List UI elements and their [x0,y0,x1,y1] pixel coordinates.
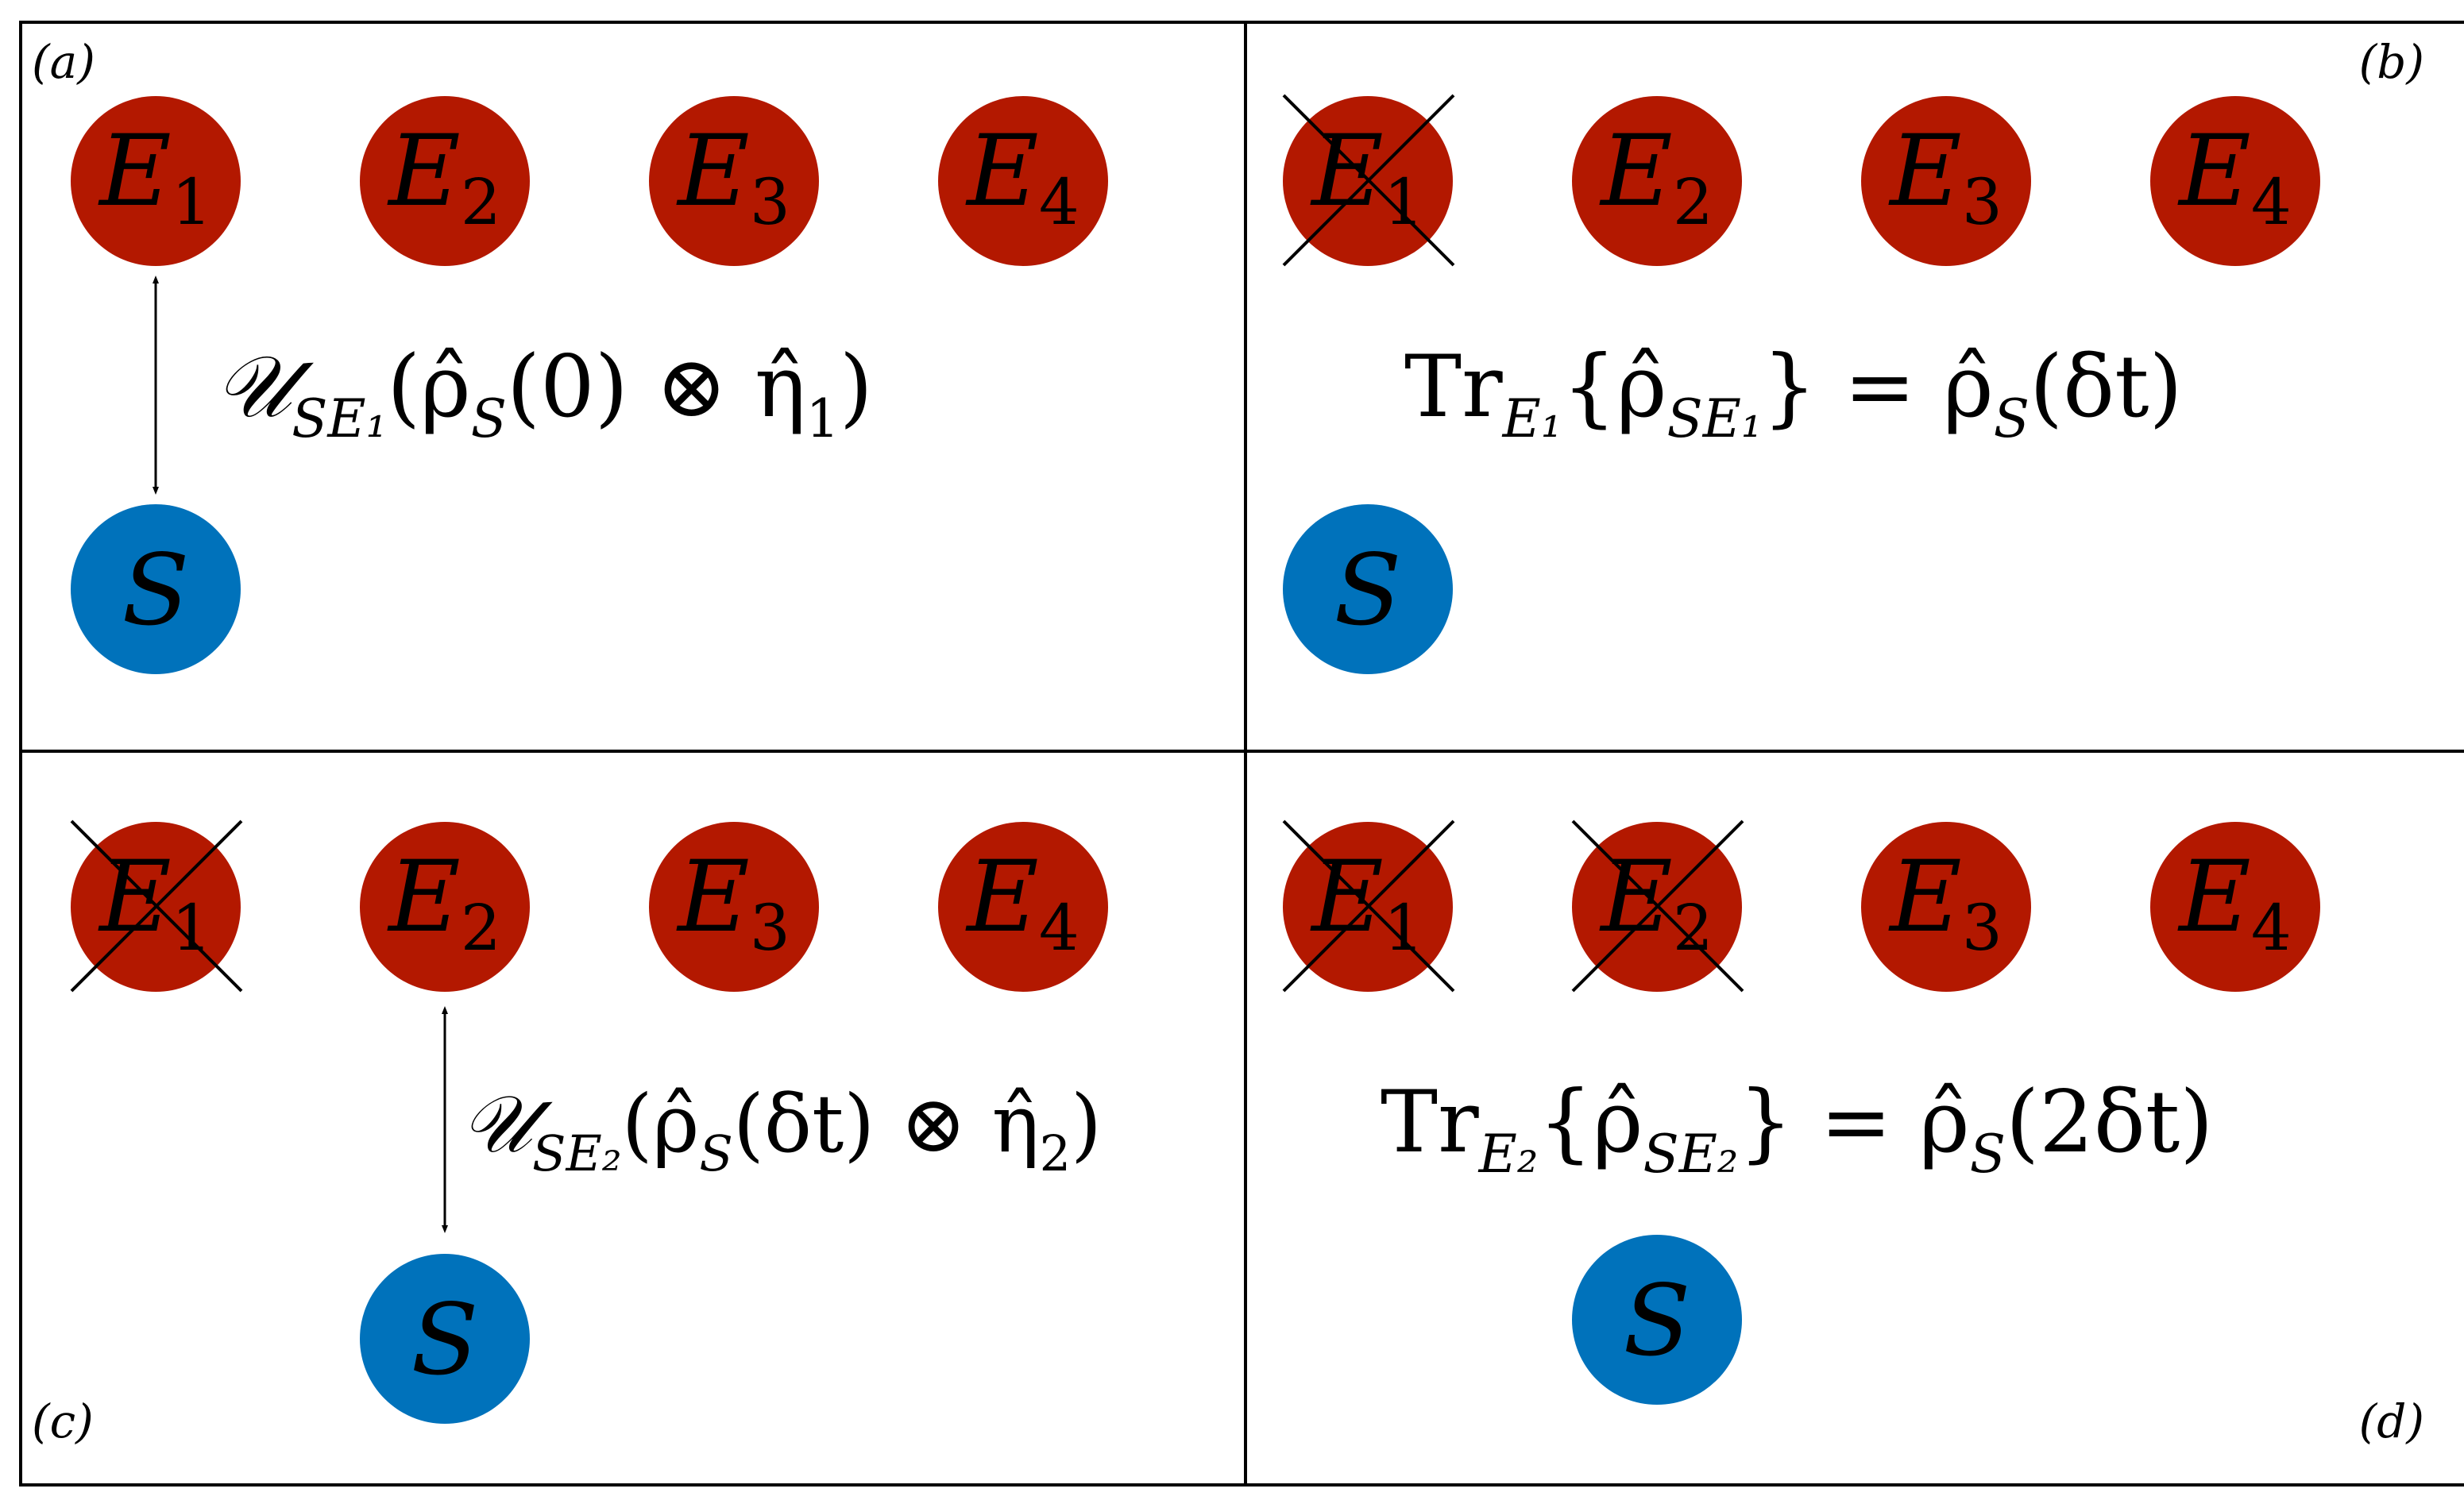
svg-text:E4: E4 [965,114,1079,239]
svg-text:E3: E3 [1888,840,2002,965]
env-subscript: 3 [750,891,790,965]
svg-text:S: S [122,534,190,648]
env-label: E [965,840,1039,954]
environment-qubit-b-4: E4 [2150,96,2320,266]
env-label: E [676,114,750,229]
env-subscript: 2 [1673,165,1713,239]
environment-qubit-c-2: E2 [360,822,530,992]
unitary-equation-c: 𝒰SE₂(ρ̂S(δt) ⊗ η̂2) [461,1078,1102,1182]
panel-d-frame [1244,750,2464,1487]
svg-text:E1: E1 [98,114,211,239]
panel-d-tag: (d) [2359,1394,2424,1448]
panel-c: (c) E1 E2 E3 E4 𝒰SE₂(ρ̂S(δt) ⊗ η̂2) S [32,819,1108,1448]
environment-qubit-d-4: E4 [2150,822,2320,992]
env-subscript: 4 [2251,165,2292,239]
env-subscript: 1 [172,165,212,239]
environment-qubit-a-2: E2 [360,96,530,266]
env-label: E [965,114,1039,229]
system-qubit-b: S [1283,504,1453,674]
system-qubit-a: S [71,504,241,674]
environment-qubit-c-3: E3 [649,822,819,992]
svg-text:E2: E2 [387,840,500,965]
env-subscript: 4 [1039,891,1079,965]
env-label: E [2177,840,2251,954]
svg-text:E4: E4 [965,840,1079,965]
panel-a: (a) E1 E2 E3 E4 𝒰SE₁(ρ̂S(0) ⊗ η̂1) S [32,35,1108,674]
environment-qubit-b-1: E1 [1282,94,1455,267]
env-label: E [1888,840,1962,954]
env-label: E [387,840,461,954]
env-subscript: 2 [461,165,501,239]
env-label: E [1888,114,1962,229]
env-subscript: 3 [1962,891,2002,965]
environment-qubit-d-3: E3 [1861,822,2031,992]
svg-text:E1: E1 [98,840,211,965]
svg-text:E2: E2 [1599,114,1713,239]
panel-c-tag: (c) [32,1394,94,1448]
trace-equation-d: TrE₂{ρ̂SE₂} = ρ̂S(2δt) [1381,1073,2213,1185]
env-label: E [387,114,461,229]
environment-qubit-d-1: E1 [1282,819,1455,993]
svg-text:E4: E4 [2177,114,2291,239]
svg-text:S: S [411,1283,479,1398]
panel-b-tag: (b) [2359,35,2424,89]
env-label: E [2177,114,2251,229]
env-subscript: 4 [1039,165,1079,239]
env-subscript: 3 [1962,165,2002,239]
svg-text:E3: E3 [1888,114,2002,239]
system-qubit-c: S [360,1254,530,1424]
svg-text:E4: E4 [2177,840,2291,965]
environment-qubit-a-4: E4 [938,96,1108,266]
environment-qubit-a-1: E1 [71,96,241,266]
environment-qubit-d-2: E2 [1571,819,1744,993]
system-qubit-d: S [1572,1235,1742,1405]
env-subscript: 3 [750,165,790,239]
panel-a-tag: (a) [32,35,95,89]
env-label: E [98,114,172,229]
svg-text:S: S [1334,534,1402,648]
env-label: E [1599,114,1673,229]
panel-d: (d) E1 E2 E3 E4 TrE₂{ρ̂SE₂} = ρ̂S(2δt) S [1282,819,2424,1448]
svg-text:E2: E2 [387,114,500,239]
svg-text:E3: E3 [676,114,790,239]
environment-qubit-b-3: E3 [1861,96,2031,266]
panel-b: (b) E1 E2 E3 E4 TrE₁{ρ̂SE₁} = ρ̂S(δt) S [1282,35,2424,674]
environment-qubit-c-4: E4 [938,822,1108,992]
environment-qubit-a-3: E3 [649,96,819,266]
env-subscript: 2 [461,891,501,965]
trace-equation-b: TrE₁{ρ̂SE₁} = ρ̂S(δt) [1404,337,2183,449]
svg-text:E3: E3 [676,840,790,965]
environment-qubit-b-2: E2 [1572,96,1742,266]
svg-text:S: S [1624,1264,1691,1379]
env-label: E [676,840,750,954]
environment-qubit-c-1: E1 [70,819,243,993]
env-subscript: 4 [2251,891,2292,965]
unitary-equation-a: 𝒰SE₁(ρ̂S(0) ⊗ η̂1) [214,337,873,449]
